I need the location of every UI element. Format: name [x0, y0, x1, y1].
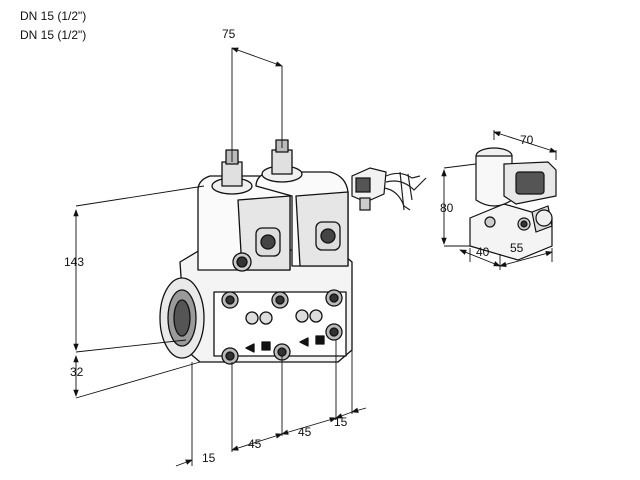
size-label-1: DN 15 (1/2")	[20, 9, 87, 23]
dim-label-detail-height: 80	[440, 201, 454, 215]
valve-assembly	[159, 139, 353, 365]
dim-label-detail-b: 55	[510, 241, 524, 255]
dim-label-top: 75	[222, 27, 236, 41]
dim-label-detail-width: 70	[520, 133, 534, 147]
detail-unit	[469, 147, 557, 261]
dim-label-bottom-a: 15	[202, 451, 216, 465]
dim-label-bottom-c: 45	[298, 425, 312, 439]
dimension-lines	[73, 47, 557, 467]
dim-label-detail-a: 40	[476, 245, 490, 259]
connector-plug	[351, 167, 427, 211]
size-label-2: DN 15 (1/2")	[20, 28, 87, 42]
dim-label-inlet: 32	[70, 365, 84, 379]
dim-label-bottom-d: 15	[334, 415, 348, 429]
dim-label-height: 143	[64, 255, 84, 269]
dim-label-bottom-b: 45	[248, 437, 262, 451]
